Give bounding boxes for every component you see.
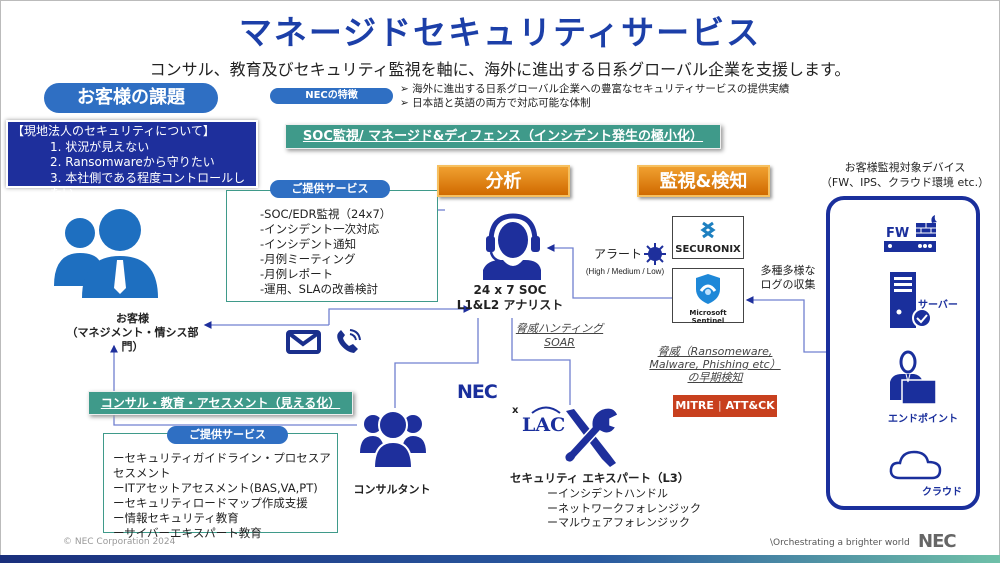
page-subtitle: コンサル、教育及びセキュリティ監視を軸に、海外に進出する日系グローバル企業を支援… (149, 60, 851, 79)
fw-label: FW (886, 226, 910, 241)
customer-people-icon (54, 209, 158, 298)
copyright: © NEC Corporation 2024 (63, 537, 176, 547)
page-title: マネージドセキュリティサービス (238, 13, 762, 52)
security-expert-label: セキュリティ エキスパート（L3） (510, 471, 690, 485)
endpoint-user-icon (890, 350, 937, 405)
consultant-label: コンサルタント (353, 483, 431, 496)
nec-features-list: ➢ 海外に進出する日系グローバル企業への豊富なセキュリティサービスの提供実績 ➢… (400, 83, 790, 109)
skill-item: ーマルウェアフォレンジック (547, 516, 690, 529)
soc-banner: SOC監視/ マネージド&ディフェンス（インシデント発生の極小化） (285, 124, 721, 149)
service-item: ーサイバーエキスパート教育 (113, 526, 262, 540)
bottom-accent-bar (0, 555, 1000, 563)
issue-item: 3. 本社側である程度コントロールしたい (50, 170, 246, 201)
issue-item: 2. Ransomwareから守りたい (50, 155, 215, 169)
soc-services-label: ご提供サービス (270, 180, 390, 198)
sentinel-shield-icon (696, 274, 720, 304)
securonix-logo: SECURONIX (672, 216, 744, 259)
lac-partner-logo: LAC (522, 414, 566, 436)
soc-analyst-label: 24 x 7 SOC L1&L2 アナリスト (456, 283, 564, 312)
consult-services-label: ご提供サービス (167, 426, 288, 444)
customer-issues-box: 【現地法人のセキュリティについて】 1. 状況が見えない 2. Ransomwa… (6, 120, 258, 200)
consulting-banner: コンサル・教育・アセスメント（見える化） (88, 391, 353, 415)
server-label: サーバー (918, 300, 958, 311)
issues-heading: 【現地法人のセキュリティについて】 (12, 124, 215, 138)
customer-label: お客様 （マネジメント・情シス部門） (66, 312, 199, 353)
service-item: -運用、SLAの改善検討 (260, 282, 378, 296)
consult-services-box: ーセキュリティガイドライン・プロセスアセスメント ーITアセットアセスメント(B… (103, 433, 338, 540)
service-item: ー情報セキュリティ教育 (113, 511, 239, 525)
virus-icon (644, 243, 666, 265)
service-item: ーITアセットアセスメント(BAS,VA,PT) (113, 481, 318, 495)
service-item: -SOC/EDR監視（24x7） (260, 207, 392, 221)
mitre-attack-logo: MITRE | ATT&CK (673, 395, 777, 417)
soc-services-box: -SOC/EDR監視（24x7） -インシデント一次対応 -インシデント通知 -… (226, 190, 438, 302)
skill-item: ーインシデントハンドル (547, 487, 668, 500)
nec-partner-logo: NEC (457, 381, 498, 403)
headset-analyst-icon (483, 213, 541, 280)
service-item: -インシデント一次対応 (260, 222, 380, 236)
monitoring-detection-label: 監視&検知 (637, 165, 770, 197)
consultant-group-icon (360, 410, 426, 469)
log-collection-label: 多種多様な ログの収集 (760, 264, 816, 291)
threat-hunting-label: 脅威ハンティング SOAR (515, 322, 604, 349)
server-icon (890, 272, 932, 328)
service-item: -月例レポート (260, 267, 334, 281)
endpoint-label: エンドポイント (888, 414, 958, 425)
expert-skills-list: ーインシデントハンドル ーネットワークフォレンジック ーマルウェアフォレンジック (547, 487, 701, 531)
service-item: ーセキュリティガイドライン・プロセスアセスメント (113, 451, 331, 480)
threat-detection-label: 脅威（Ransomeware, Malware, Phishing etc） の… (649, 345, 781, 384)
analysis-label: 分析 (437, 165, 570, 197)
feature-item: 海外に進出する日系グローバル企業への豊富なセキュリティサービスの提供実績 (412, 83, 790, 95)
partners-x: x (512, 405, 519, 416)
phone-icon[interactable] (334, 328, 362, 356)
skill-item: ーネットワークフォレンジック (547, 501, 701, 515)
service-item: -月例ミーティング (260, 252, 356, 266)
issue-item: 1. 状況が見えない (50, 139, 150, 154)
tools-icon (563, 407, 619, 467)
service-item: -インシデント通知 (260, 237, 357, 251)
cloud-label: クラウド (922, 487, 962, 498)
nec-features-label: NECの特徴 (270, 88, 393, 104)
devices-heading: お客様監視対象デバイス （FW、IPS、クラウド環境 etc.） (820, 161, 990, 189)
nec-footer-logo: NEC (918, 531, 957, 552)
firewall-icon (884, 215, 937, 252)
securonix-icon (700, 221, 716, 239)
cloud-icon (889, 450, 942, 480)
mail-icon[interactable] (286, 329, 322, 355)
lac-arc-icon (531, 406, 561, 414)
microsoft-sentinel-logo: Microsoft Sentinel (672, 268, 744, 325)
tagline: \Orchestrating a brighter world (770, 538, 910, 548)
alert-label: アラート (593, 247, 642, 261)
service-item: ーセキュリティロードマップ作成支援 (113, 496, 308, 510)
feature-item: 日本語と英語の両方で対応可能な体制 (412, 97, 591, 109)
alert-levels: (High / Medium / Low) (585, 267, 665, 276)
customer-issues-label: お客様の課題 (44, 83, 218, 113)
